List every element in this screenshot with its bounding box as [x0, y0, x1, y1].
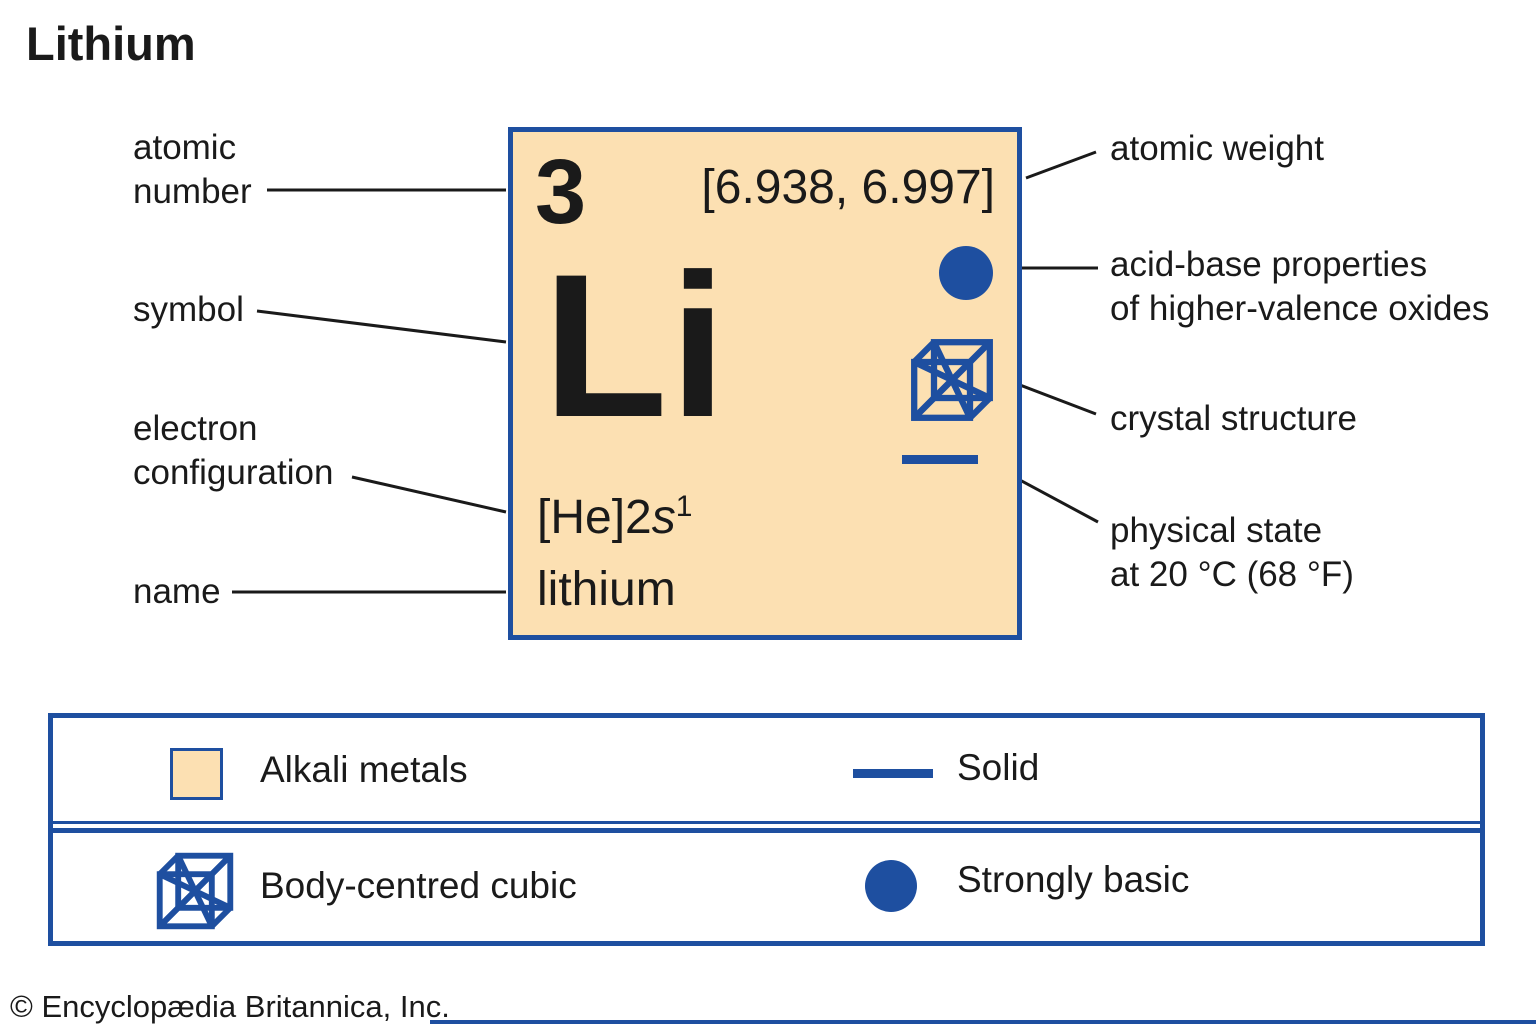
page-title: Lithium	[26, 17, 196, 70]
legend-label-body-centred-cubic: Body-centred cubic	[260, 865, 577, 906]
strongly-basic-icon	[939, 246, 993, 300]
legend-divider-bottom	[53, 828, 1480, 833]
alkali-metals-swatch-icon	[170, 748, 223, 800]
econfig-base: [He]2	[537, 491, 652, 544]
atomic-number-value: 3	[535, 141, 587, 243]
callout-acid-base-properties: acid-base properties of higher-valence o…	[1110, 245, 1490, 328]
callout-symbol: symbol	[133, 290, 244, 329]
callout-name: name	[133, 572, 221, 611]
solid-legend-icon	[853, 769, 933, 778]
leader-electron-configuration	[351, 475, 507, 514]
atomic-weight-value: [6.938, 6.997]	[701, 161, 995, 214]
callout-atomic-weight: atomic weight	[1110, 129, 1324, 168]
strongly-basic-legend-icon	[865, 860, 917, 912]
callout-atomic-number: atomic number	[133, 128, 252, 211]
element-symbol: Li	[543, 232, 729, 460]
econfig-exponent: 1	[675, 490, 693, 523]
econfig-orbital: s	[651, 491, 676, 544]
bottom-edge-rule	[430, 1020, 1536, 1024]
callout-physical-state: physical state at 20 °C (68 °F)	[1110, 511, 1354, 594]
copyright-notice: © Encyclopædia Britannica, Inc.	[10, 989, 450, 1024]
leader-symbol	[256, 309, 507, 344]
element-name: lithium	[537, 563, 676, 616]
element-cell: 3 [6.938, 6.997] Li [He]2s1 lithium	[508, 127, 1022, 640]
body-centred-cubic-icon	[906, 335, 998, 425]
legend-divider-top	[53, 821, 1480, 824]
callout-electron-configuration: electron configuration	[133, 409, 334, 492]
electron-configuration-value: [He]2s1	[537, 491, 692, 544]
legend-label-alkali-metals: Alkali metals	[260, 749, 468, 790]
leader-atomic-weight	[1025, 150, 1097, 180]
solid-state-icon	[902, 455, 978, 464]
legend-box: Alkali metals Body-centred cubic Solid S…	[48, 713, 1485, 946]
legend-label-strongly-basic: Strongly basic	[957, 859, 1190, 900]
callout-crystal-structure: crystal structure	[1110, 399, 1357, 438]
legend-label-solid: Solid	[957, 747, 1040, 788]
body-centred-cubic-legend-icon	[153, 848, 237, 934]
